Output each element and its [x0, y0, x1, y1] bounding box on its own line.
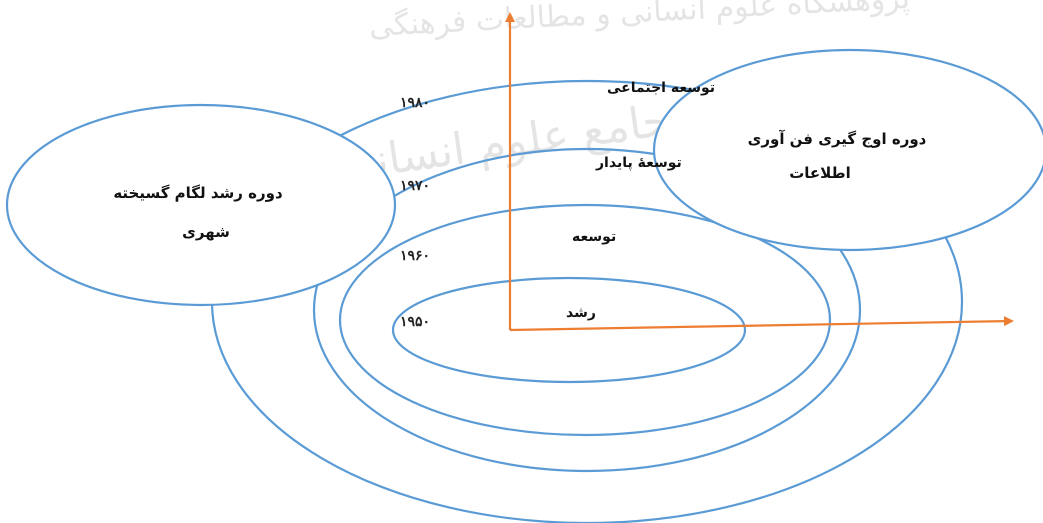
stage-label-development: توسعه: [572, 229, 616, 245]
right-bubble-line-2: اطلاعات: [789, 164, 851, 182]
right-bubble-line-1: دوره اوج گیری فن آوری: [748, 130, 927, 148]
ring-1960: [338, 203, 832, 437]
ring-1970: [312, 147, 862, 473]
left-bubble-line-2: شهری: [182, 223, 230, 241]
right-bubble: [652, 48, 1043, 252]
year-1950: ۱۹۵۰: [400, 314, 430, 330]
horizontal-axis-arrow: [509, 316, 1014, 332]
stage-label-growth: رشد: [566, 305, 596, 321]
left-bubble: [5, 103, 397, 307]
year-1960: ۱۹۶۰: [400, 248, 430, 264]
ring-1950: [391, 276, 747, 384]
stage-label-social-development: توسعه اجتماعی: [607, 80, 715, 96]
left-bubble-line-1: دوره رشد لگام گسیخته: [113, 184, 283, 202]
year-1970: ۱۹۷۰: [400, 178, 430, 194]
stage-label-sustainable-development: توسعهٔ پایدار: [595, 155, 682, 171]
year-1980: ۱۹۸۰: [400, 95, 430, 111]
watermark-line-1: پژوهشگاه علوم انسانی و مطالعات فرهنگی: [368, 0, 911, 44]
